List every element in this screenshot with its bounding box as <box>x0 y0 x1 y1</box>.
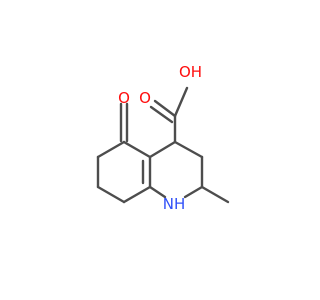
bond-c8-c8a <box>122 185 152 204</box>
molecule-structure: OH O O NH <box>96 63 230 213</box>
nitrogen-ring <box>148 140 204 199</box>
bond-cacid-o-double-2 <box>149 105 174 124</box>
ring-nitrogen-label: NH <box>163 195 186 213</box>
bond-c5-c6 <box>96 140 126 159</box>
hydroxyl-oxygen-label: OH <box>179 63 202 81</box>
ketone-group <box>119 102 129 143</box>
bond-c4a-c5 <box>122 140 152 159</box>
bond-cacid-oh <box>173 86 189 118</box>
carbocyclic-ring <box>96 140 152 204</box>
bond-n1-c8a <box>148 185 167 199</box>
bond-c2-n1 <box>183 185 204 199</box>
carboxylic-acid-group <box>149 86 189 144</box>
bond-c4-c3 <box>173 140 204 159</box>
bond-cacid-o-double-1 <box>153 99 177 118</box>
acid-carbonyl-oxygen-label: O <box>139 89 151 107</box>
bond-c7-c8 <box>96 185 126 204</box>
ketone-oxygen-label: O <box>118 89 130 107</box>
bond-c2-methyl <box>200 185 230 204</box>
bond-c4a-c4 <box>148 140 177 159</box>
